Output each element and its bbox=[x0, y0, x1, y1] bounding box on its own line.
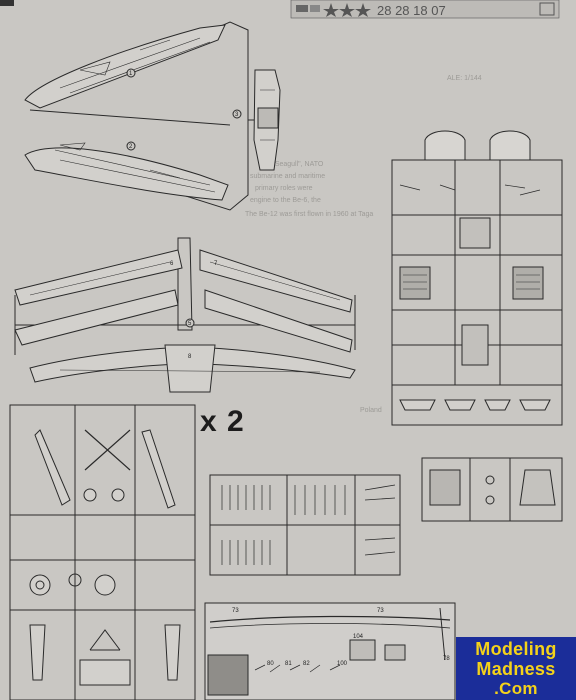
logo-line-3: .Com bbox=[494, 679, 538, 698]
corner-marker bbox=[0, 0, 14, 6]
header-numbers: 28 28 18 07 bbox=[377, 3, 446, 18]
sprue-bottom-left bbox=[9, 404, 196, 700]
background-text: ALE: 1/144 ("Seagull", NATO submarine an… bbox=[245, 75, 482, 414]
part-number: 104 bbox=[353, 634, 364, 640]
bg-heading: ALE: 1/144 bbox=[447, 75, 482, 82]
sprue-middle bbox=[209, 474, 401, 576]
sprue-wings bbox=[14, 237, 356, 393]
sprue-fuselage bbox=[24, 21, 281, 211]
part-number: 6 bbox=[170, 261, 174, 267]
part-number: 1 bbox=[129, 71, 133, 77]
part-number: 78 bbox=[443, 656, 450, 662]
logo-line-2: Madness bbox=[476, 659, 556, 679]
bg-line-4: engine to the Be-6, the bbox=[250, 197, 321, 204]
part-number: 73 bbox=[377, 608, 384, 614]
part-number: 82 bbox=[303, 661, 310, 667]
header-marks: 28 28 18 07 bbox=[290, 0, 560, 19]
star-icon bbox=[339, 3, 355, 17]
part-number: 81 bbox=[285, 661, 292, 667]
bg-line-6: Poland bbox=[360, 407, 382, 414]
part-number: 73 bbox=[232, 608, 239, 614]
part-number: 5 bbox=[188, 321, 192, 327]
part-number: 80 bbox=[267, 661, 274, 667]
part-number: 3 bbox=[235, 112, 239, 118]
logo-line-1: Modeling bbox=[475, 639, 557, 659]
part-number: 7 bbox=[214, 261, 218, 267]
sprue-clear-parts bbox=[421, 457, 563, 522]
part-number: 8 bbox=[188, 354, 192, 360]
bg-line-5: The Be-12 was first flown in 1960 at Tag… bbox=[245, 211, 373, 218]
multiplier-label: x 2 bbox=[200, 405, 245, 438]
photo-etch-fret bbox=[204, 602, 456, 700]
part-number: 100 bbox=[337, 661, 348, 667]
star-icon bbox=[355, 3, 371, 17]
modelingmadness-logo: Modeling Madness .Com bbox=[456, 637, 576, 700]
sprue-small-parts bbox=[391, 130, 563, 426]
star-icon bbox=[323, 3, 339, 17]
bg-line-3: primary roles were bbox=[255, 185, 313, 192]
part-number: 2 bbox=[129, 144, 133, 150]
bg-line-2: submarine and maritime bbox=[250, 173, 325, 180]
bg-line-1: ("Seagull", NATO bbox=[270, 161, 324, 168]
